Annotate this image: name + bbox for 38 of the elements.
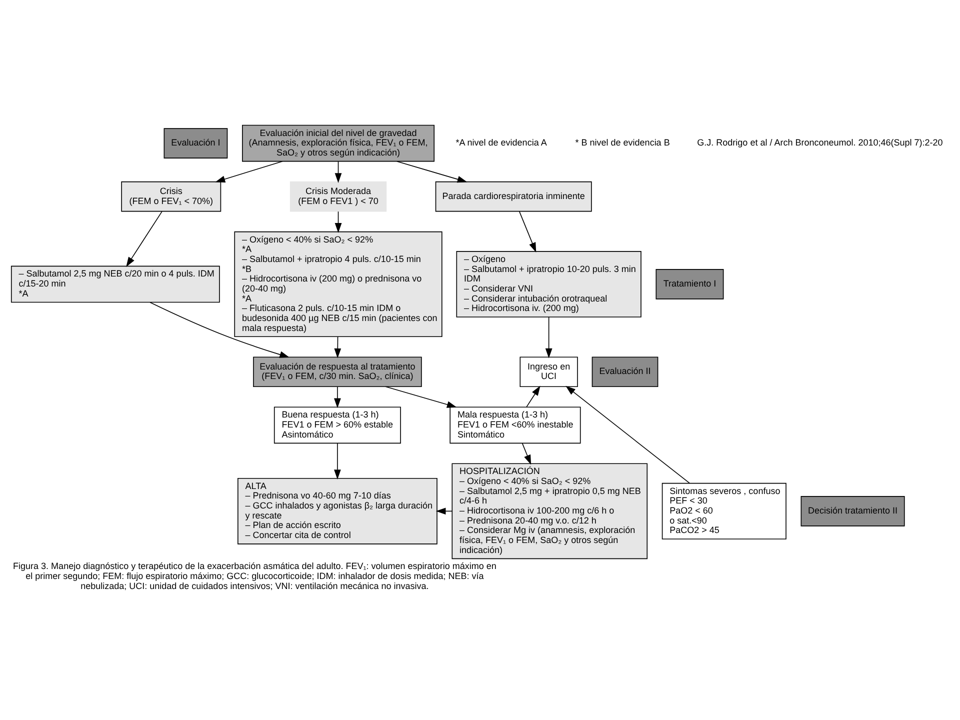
arrow — [566, 386, 690, 484]
arrow — [396, 160, 468, 183]
arrow — [385, 386, 457, 408]
node-box: – Salbutamol 2,5 mg NEB c/20 min o 4 puls. IDM c/15-20 min *A — [10, 266, 220, 303]
arrow — [334, 386, 341, 408]
node-box: Crisis Moderada (FEM o FEV1 ) < 70 — [290, 181, 387, 212]
node-box: Ingreso en UCI — [520, 356, 578, 388]
node-box: Buena respuesta (1-3 h) FEV1 o FEM > 60% estable Asintomático — [274, 406, 401, 444]
node-box: Evaluación I — [164, 128, 228, 158]
caption: Figura 3. Manejo diagnóstico y terapéutico de la exacerbación asmática del adulto. FEV₁: volumen espiratorio máximo en el primer segundo; FEM: flujo espiratorio máximo; GCC: glucocorticoide; IDM: inhalador de dosis medida; NEB: vía nebulizada; UCI: unidad de cuidados intensivos; VNI: ventilación mecánica no invasiva. — [13, 561, 496, 591]
label: G.J. Rodrigo et al / Arch Bronconeumol. 2010;46(Supl 7):2-20 — [697, 138, 943, 148]
arrow — [126, 211, 162, 267]
node-box: Decisión tratamiento II — [800, 496, 905, 526]
node-box: – Oxígeno – Salbutamol + ipratropio 10-20 puls. 3 min IDM – Considerar VNI – Considerar intubación orotraqueal – Hidrocortisona iv. (200 mg) — [456, 251, 642, 318]
node-box: Evaluación inicial del nivel de gravedad (Anamnesis, exploración física, FEV₁ o FEM, SaO₂ y otros según indicación) — [242, 124, 435, 162]
arrow — [545, 316, 552, 358]
arrow — [334, 336, 342, 358]
node-box: Evaluación de respuesta al tratamiento (FEV₁ o FEM, c/30 min. SaO₂, clínica) — [253, 356, 422, 388]
arrow — [519, 211, 536, 252]
node-box: HOSPITALIZACIÓN – Oxígeno < 40% si SaO₂ < 92% – Salbutamol 2,5 mg + ipratropio 0,5 mg NEB c/4-6 h – Hidrocortisona iv 100-200 mg c/6 h o – Prednisona 20-40 mg v.o. c/12 h – Considerar Mg iv (anamnesis, exploración física, FEV₁ o FEM, SaO₂ y otros según indicación) — [452, 463, 648, 560]
arrow — [334, 161, 342, 183]
arrow — [526, 386, 540, 408]
node-box: Tratamiento I — [656, 269, 724, 300]
arrow — [522, 443, 532, 465]
node-box: ALTA – Prednisona vo 40-60 mg 7-10 días – GCC inhalados y agonistas β₂ larga duración y rescate – Plan de acción escrito – Concertar cita de control — [238, 478, 438, 544]
arrow — [334, 211, 342, 233]
label: * B nivel de evidencia B — [575, 138, 670, 148]
node-box: Evaluación II — [592, 356, 658, 388]
node-box: Crisis (FEM o FEV₁ < 70%) — [121, 181, 222, 212]
node-box: Parada cardiorespiratoria inminente — [435, 181, 592, 212]
arrow — [436, 508, 452, 515]
arrow — [334, 443, 341, 480]
arrow — [215, 160, 283, 182]
label: *A nivel de evidencia A — [456, 138, 547, 148]
node-box: Sintomas severos , confuso PEF < 30 PaO2 < 60 o sat.<90 PaCO2 > 45 — [662, 482, 786, 540]
node-box: – Oxígeno < 40% si SaO₂ < 92% *A – Salbutamol + ipratropio 4 puls. c/10-15 min *B – Hidrocortisona iv (200 mg) o prednisona vo (20-40 mg) *A – Fluticasona 2 puls. c/10-15 min IDM o budesonida 400 µg NEB c/15 min (pacientes con mala respuesta) — [234, 231, 442, 338]
arrow — [150, 302, 290, 358]
node-box: Mala respuesta (1-3 h) FEV1 o FEM <60% inestable Sintomático — [450, 406, 581, 444]
